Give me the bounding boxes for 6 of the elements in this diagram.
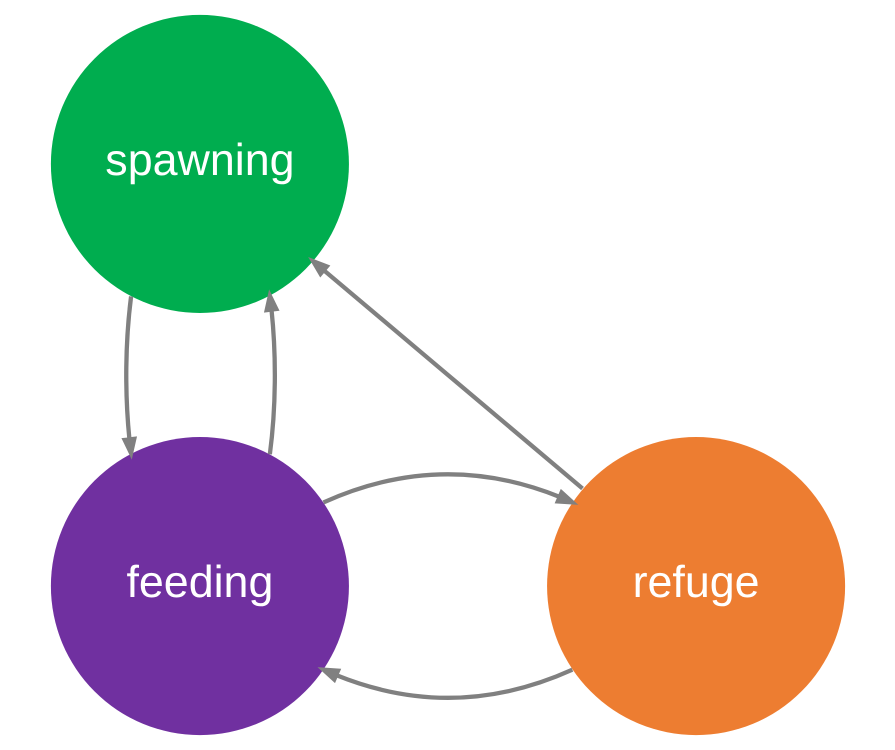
arrow — [308, 256, 584, 490]
arrow — [316, 667, 573, 700]
node-circle: refuge — [546, 437, 845, 736]
arrow — [322, 472, 578, 505]
arrow — [120, 296, 137, 460]
arrow — [263, 289, 280, 454]
